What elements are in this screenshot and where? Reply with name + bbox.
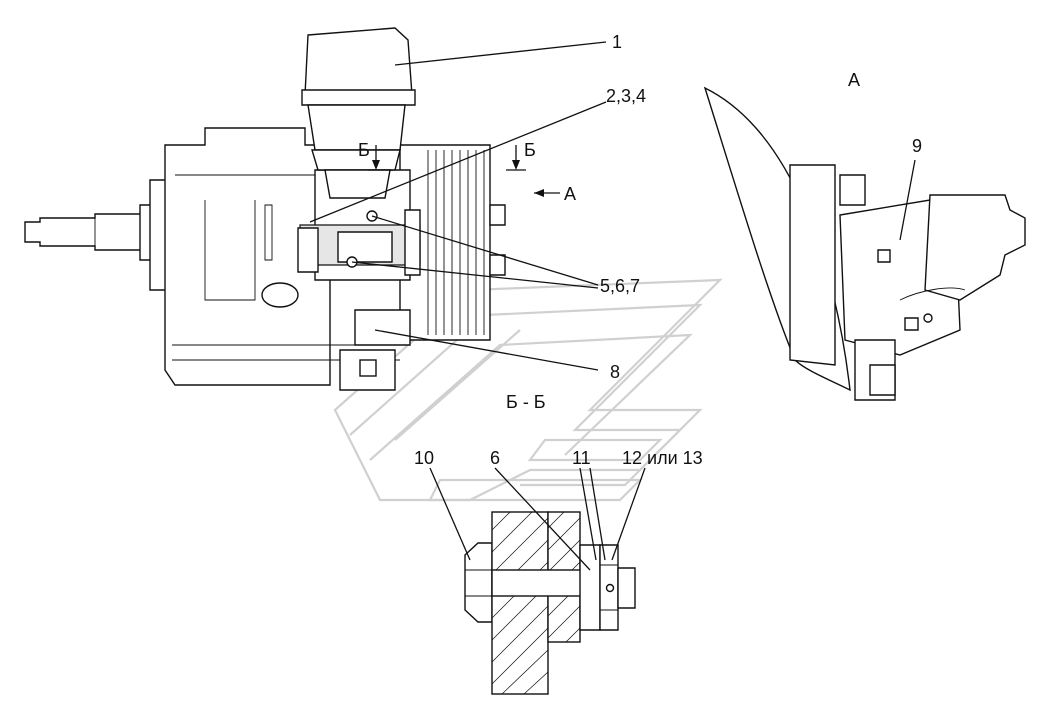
section-b-b-drawing	[464, 511, 636, 695]
callout-5-6-7: 5,6,7	[600, 276, 640, 296]
callout-2-3-4: 2,3,4	[606, 86, 646, 106]
callout-11: 11	[572, 448, 591, 468]
cooling-fins	[427, 150, 485, 335]
callout-10: 10	[414, 448, 434, 468]
section-title: Б - Б	[506, 392, 546, 412]
view-a-drawing	[703, 86, 1026, 401]
leader-lines	[309, 41, 916, 571]
machine-main-view	[24, 27, 506, 391]
callout-8: 8	[610, 362, 620, 382]
section-mark-right: Б	[524, 140, 536, 160]
view-a-arrow-label: А	[564, 184, 576, 204]
callout-9: 9	[912, 136, 922, 156]
section-mark-left: Б	[358, 140, 370, 160]
section-markers	[368, 145, 560, 197]
view-a-title: А	[848, 70, 860, 90]
callout-1: 1	[612, 32, 622, 52]
callout-6-section: 6	[490, 448, 500, 468]
callout-12-or-13: 12 или 13	[622, 448, 703, 468]
